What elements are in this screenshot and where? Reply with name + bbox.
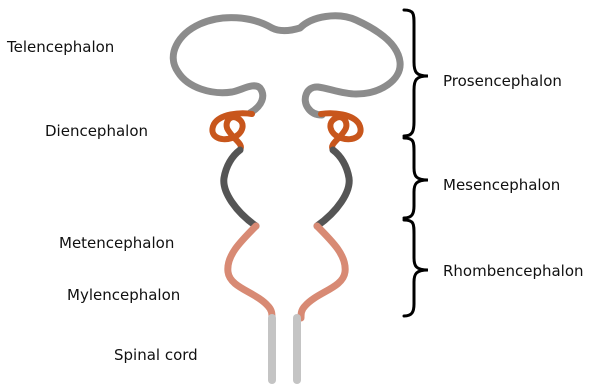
rhombencephalon-left-wall	[228, 226, 272, 318]
diencephalon-right-loop	[321, 113, 361, 150]
mylencephalon-label: Mylencephalon	[67, 286, 180, 304]
telencephalon-outline	[173, 16, 400, 115]
rhombencephalon-right-wall	[301, 226, 345, 318]
mesencephalon-right-wall	[317, 150, 349, 226]
mesencephalon-left-wall	[224, 150, 256, 226]
diencephalon-left-loop	[212, 113, 252, 150]
rhombencephalon-label: Rhombencephalon	[443, 262, 584, 280]
spinal-cord-label: Spinal cord	[114, 346, 198, 364]
prosencephalon-label: Prosencephalon	[443, 72, 562, 90]
telencephalon-label: Telencephalon	[6, 38, 114, 56]
metencephalon-label: Metencephalon	[59, 234, 174, 252]
mesencephalon-label: Mesencephalon	[443, 176, 560, 194]
diencephalon-label: Diencephalon	[45, 122, 148, 140]
mesencephalon-brace	[404, 138, 428, 218]
prosencephalon-brace	[404, 10, 428, 136]
rhombencephalon-brace	[404, 220, 428, 316]
